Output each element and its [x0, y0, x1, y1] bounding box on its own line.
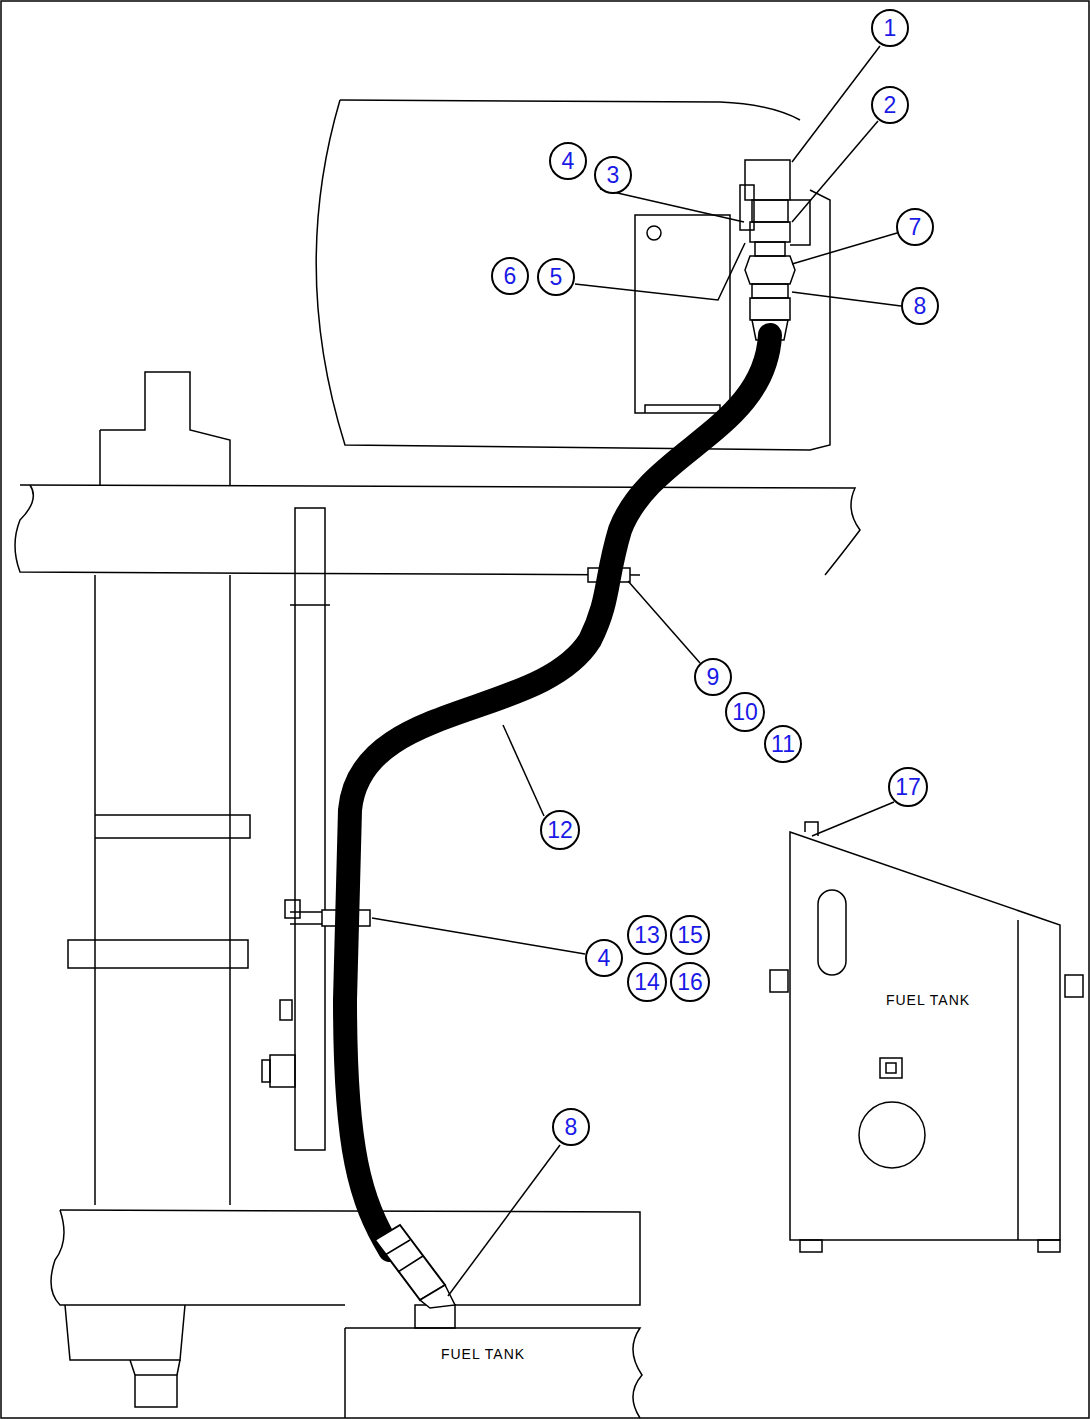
- callout-number: 14: [634, 971, 660, 994]
- callout-number: 17: [895, 776, 921, 799]
- callout-circle: 7: [896, 208, 934, 246]
- callout-circle: 9: [694, 658, 732, 696]
- callout-number: 1: [884, 17, 897, 40]
- callout-number: 10: [732, 701, 758, 724]
- part-label: FUEL TANK: [439, 1346, 527, 1362]
- callout-number: 2: [884, 94, 897, 117]
- callout-circle: 13: [627, 915, 667, 955]
- callout-circle: 3: [594, 156, 632, 194]
- callout-circle: 1: [871, 9, 909, 47]
- callout-circle: 12: [540, 810, 580, 850]
- callout-number: 4: [562, 150, 575, 173]
- callout-circle: 2: [871, 86, 909, 124]
- callout-number: 13: [634, 924, 660, 947]
- callout-number: 9: [707, 666, 720, 689]
- callout-number: 4: [598, 947, 611, 970]
- callout-number: 5: [550, 266, 563, 289]
- callout-number: 7: [909, 216, 922, 239]
- callout-number: 16: [677, 971, 703, 994]
- callout-number: 8: [914, 295, 927, 318]
- part-label: FUEL TANK: [884, 992, 972, 1008]
- callout-circle: 14: [627, 962, 667, 1002]
- callout-circle: 15: [670, 915, 710, 955]
- callout-number: 3: [607, 164, 620, 187]
- callout-circle: 8: [901, 287, 939, 325]
- callout-number: 15: [677, 924, 703, 947]
- callout-number: 8: [565, 1116, 578, 1139]
- callout-circle: 8: [552, 1108, 590, 1146]
- callout-circle: 4: [549, 142, 587, 180]
- callout-circle: 11: [764, 725, 802, 763]
- callout-circle: 10: [725, 692, 765, 732]
- callout-circle: 17: [888, 767, 928, 807]
- callout-circle: 6: [491, 257, 529, 295]
- callout-circle: 4: [585, 939, 623, 977]
- callout-circle: 16: [670, 962, 710, 1002]
- callout-circle: 5: [537, 258, 575, 296]
- callout-number: 12: [547, 819, 573, 842]
- callout-number: 6: [504, 265, 517, 288]
- callout-number: 11: [771, 733, 795, 756]
